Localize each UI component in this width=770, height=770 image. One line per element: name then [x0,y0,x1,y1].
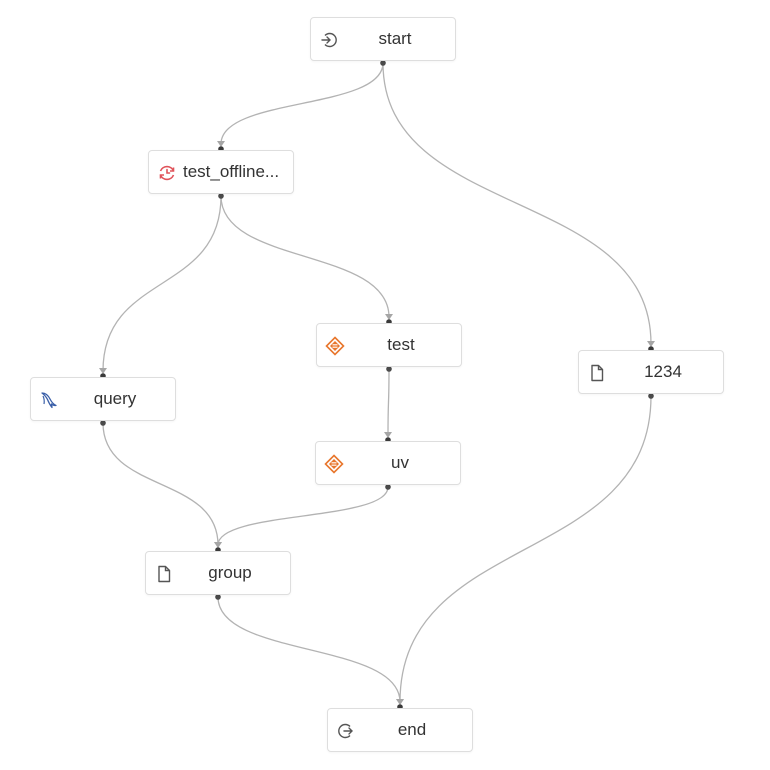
port-out-n1234[interactable] [648,393,654,399]
node-label: test [387,335,415,354]
node-query[interactable]: query [30,377,176,421]
node-test-offline[interactable]: test_offline... [148,150,294,194]
edge-start-n1234[interactable] [382,62,652,345]
node-end[interactable]: end [327,708,473,752]
node-test[interactable]: test [316,323,462,367]
port-out-test[interactable] [386,366,392,372]
edge-uv-group[interactable] [217,486,389,546]
port-out-query[interactable] [100,420,106,426]
edge-arrowhead [396,699,404,705]
exit-icon [336,721,356,741]
edge-start-test_offline[interactable] [220,62,384,145]
edge-arrowhead [384,432,392,438]
edge-test_offline-test[interactable] [220,195,390,318]
edge-test_offline-query[interactable] [102,195,222,372]
spark-icon [325,336,345,356]
edge-arrowhead [647,341,655,347]
edge-arrowhead [217,141,225,147]
node-1234[interactable]: 1234 [578,350,724,394]
edge-arrowhead [99,368,107,374]
port-out-test_offline[interactable] [218,193,224,199]
node-start[interactable]: start [310,17,456,61]
port-out-uv[interactable] [385,484,391,490]
node-group[interactable]: group [145,551,291,595]
edge-arrowhead [214,542,222,548]
edge-n1234-end[interactable] [399,395,652,703]
node-label: test_offline... [183,162,280,181]
node-label: uv [391,453,409,472]
node-uv[interactable]: uv [315,441,461,485]
port-out-start[interactable] [380,60,386,66]
file-icon [587,363,607,383]
enter-icon [319,30,339,50]
file-icon [154,564,174,584]
spark-icon [324,454,344,474]
edge-group-end[interactable] [217,596,401,703]
node-label: 1234 [644,362,682,381]
edge-test-uv[interactable] [387,368,390,436]
sync-clock-icon [157,163,177,183]
node-label: start [378,29,412,48]
node-label: group [208,563,252,582]
edge-arrowhead [385,314,393,320]
node-label: end [397,720,427,739]
edge-query-group[interactable] [102,422,219,546]
mysql-dolphin-icon [39,390,59,410]
port-out-group[interactable] [215,594,221,600]
node-label: query [93,389,137,408]
